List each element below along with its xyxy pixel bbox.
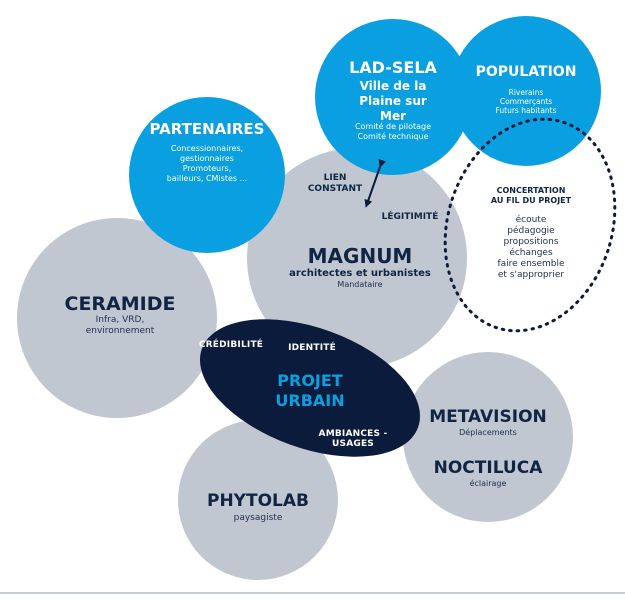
magnum-role: Mandataire <box>337 280 383 289</box>
constant-label: CONSTANT <box>307 184 363 194</box>
partenaires-circle <box>129 97 285 253</box>
concertation-title-2: AU FIL DU PROJET <box>490 196 572 205</box>
lad-sela-detail-1: Comité de pilotage <box>354 122 432 131</box>
population-detail-3: Futurs habitants <box>495 106 557 115</box>
magnum-title: MAGNUM <box>307 244 413 268</box>
ambiances-usages-tag: AMBIANCES - USAGES <box>318 429 388 449</box>
ceramide-title: CERAMIDE <box>64 293 176 315</box>
ceramide-detail-2: environnement <box>85 326 155 336</box>
bottom-divider <box>0 592 625 594</box>
lad-sela-circle <box>315 19 471 175</box>
magnum-circle <box>247 148 467 368</box>
metavision-title: METAVISION <box>429 407 547 427</box>
partenaires-detail-3: Promoteurs, <box>182 164 232 173</box>
population-title: POPULATION <box>475 64 577 80</box>
lien-constant-arrow <box>364 158 387 208</box>
phytolab-role: paysagiste <box>233 513 283 523</box>
population-circle <box>451 16 601 166</box>
concertation-item-5: faire ensemble <box>497 259 565 269</box>
ceramide-detail-1: Infra, VRD, <box>95 315 145 325</box>
projet-title-2: URBAIN <box>275 391 345 410</box>
concertation-title-1: CONCERTATION <box>496 186 566 195</box>
partenaires-detail-1: Concessionnaires, <box>170 144 244 153</box>
concertation-item-3: propositions <box>503 237 559 247</box>
magnum-subtitle: architectes et urbanistes <box>289 268 431 279</box>
lien-label: LIEN <box>323 173 347 183</box>
lad-sela-detail-2: Comité technique <box>357 132 429 141</box>
concertation-item-2: pédagogie <box>507 226 555 236</box>
partenaires-detail-2: gestionnaires <box>180 154 234 163</box>
phytolab-circle <box>178 420 338 580</box>
population-detail-1: Riverains <box>508 88 544 97</box>
concertation-dotted-ellipse <box>443 117 617 333</box>
partenaires-detail-4: bailleurs, CMistes ... <box>166 174 248 183</box>
legitimite-label: LÉGITIMITÉ <box>381 212 439 222</box>
partenaires-title: PARTENAIRES <box>149 120 265 138</box>
ceramide-circle <box>17 218 217 418</box>
concertation-item-4: échanges <box>509 248 553 258</box>
projet-urbain-ellipse <box>200 319 420 457</box>
projet-title-1: PROJET <box>277 371 343 390</box>
concertation-item-1: écoute <box>515 215 547 225</box>
noctiluca-title: NOCTILUCA <box>433 458 543 478</box>
lad-sela-subtitle: Ville de la Plaine sur Mer <box>359 79 427 123</box>
metavision-role: Déplacements <box>459 428 517 437</box>
credibilite-tag: CRÉDIBILITÉ <box>198 340 264 350</box>
noctiluca-role: éclairage <box>469 479 507 488</box>
phytolab-title: PHYTOLAB <box>207 491 309 511</box>
metavision-noctiluca-circle <box>403 352 573 522</box>
population-detail-2: Commerçants <box>499 97 553 106</box>
concertation-item-6: et s'approprier <box>497 270 565 280</box>
lad-sela-title: LAD-SELA <box>349 58 437 77</box>
identite-tag: IDENTITÉ <box>288 343 336 353</box>
